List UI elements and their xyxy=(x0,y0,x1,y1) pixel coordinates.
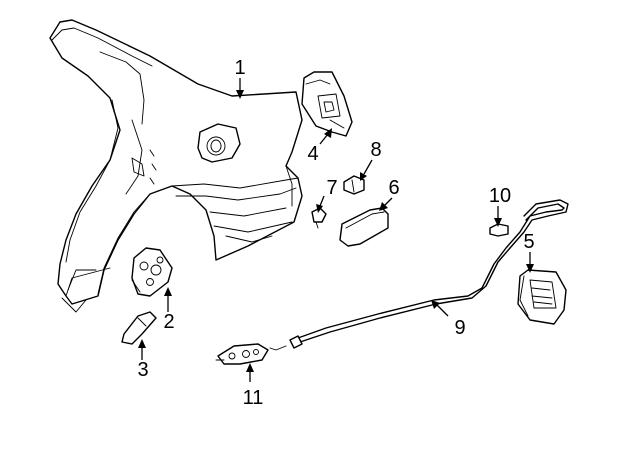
latch-housing-part xyxy=(517,269,567,325)
release-cable-part xyxy=(269,199,569,351)
arrow-2 xyxy=(164,287,172,296)
bracket-part xyxy=(131,247,173,297)
grommet-part xyxy=(489,223,509,237)
callout-11: 11 xyxy=(243,387,264,409)
arrow-4 xyxy=(324,128,332,138)
arrow-7 xyxy=(316,204,323,213)
leader-4 xyxy=(319,133,329,145)
arrow-8 xyxy=(360,172,367,181)
filler-housing-part xyxy=(301,71,353,137)
arrow-6 xyxy=(379,202,388,211)
hose-part xyxy=(121,311,157,345)
callout-labels: 1 2 3 4 5 6 7 8 9 10 11 xyxy=(137,57,534,409)
arrow-5 xyxy=(526,264,534,273)
arrow-1 xyxy=(236,90,244,99)
callout-4: 4 xyxy=(307,143,318,165)
callout-9: 9 xyxy=(454,317,465,339)
bumper-part xyxy=(343,175,365,195)
callout-10: 10 xyxy=(489,185,511,207)
release-handle-part xyxy=(215,343,269,365)
leader-9 xyxy=(435,303,449,317)
fuel-door-part xyxy=(339,207,389,247)
callout-5: 5 xyxy=(523,231,534,253)
callout-3: 3 xyxy=(137,359,148,381)
callout-1: 1 xyxy=(234,57,245,79)
callout-8: 8 xyxy=(370,139,381,161)
leader-8 xyxy=(363,159,373,175)
leader-6 xyxy=(383,197,393,207)
arrow-9 xyxy=(431,300,440,309)
callout-2: 2 xyxy=(163,311,174,333)
callout-6: 6 xyxy=(388,177,399,199)
callout-7: 7 xyxy=(326,177,337,199)
arrow-10 xyxy=(494,218,502,227)
arrow-11 xyxy=(246,363,254,372)
leader-lines xyxy=(138,78,534,382)
quarter-panel-part xyxy=(49,19,303,313)
arrow-3 xyxy=(138,339,146,348)
leader-7 xyxy=(319,195,325,207)
